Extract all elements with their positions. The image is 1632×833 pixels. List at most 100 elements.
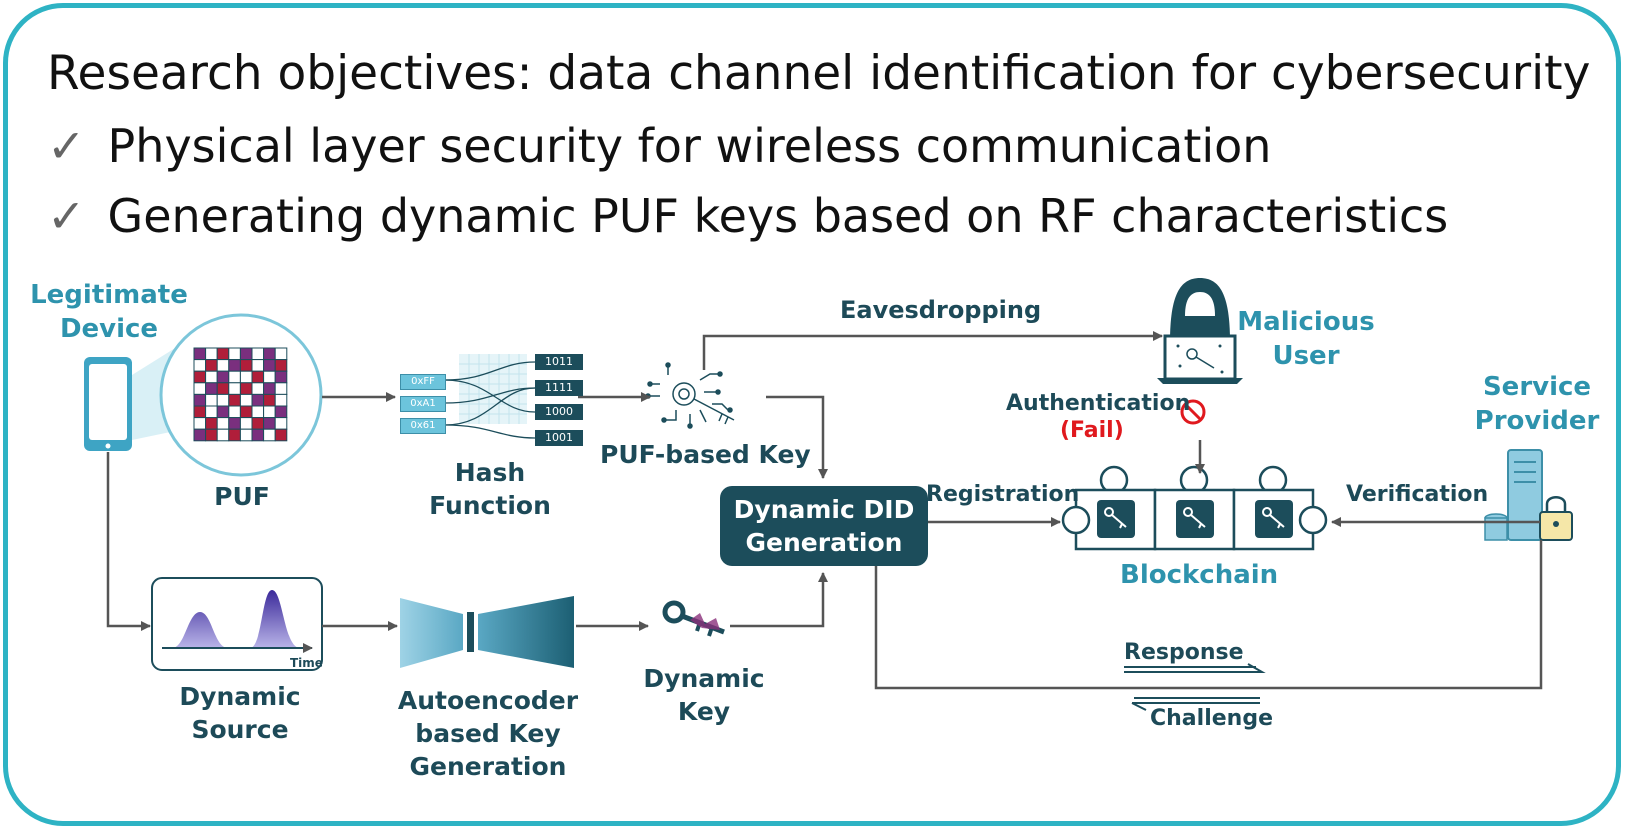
puf-cell	[239, 393, 253, 407]
puf-cell	[274, 382, 288, 395]
puf-cell	[274, 428, 288, 442]
puf-cell	[263, 405, 276, 419]
hash-grid-bg	[459, 354, 527, 424]
puf-cell	[251, 370, 265, 384]
puf-cell	[193, 347, 207, 361]
puf-cell	[251, 428, 265, 442]
puf-cell	[263, 370, 276, 384]
verification-label: Verification	[1346, 482, 1489, 507]
puf-cell	[228, 405, 241, 419]
authentication-label: Authentication	[1006, 391, 1191, 416]
challenge-response-arrows	[1124, 663, 1266, 711]
puf-cell	[205, 405, 218, 419]
puf-cell	[274, 347, 288, 361]
puf-cell	[251, 359, 265, 372]
puf-cell	[274, 359, 288, 372]
puf-cell	[263, 428, 276, 442]
puf-cell	[193, 359, 207, 372]
encoder-shape	[400, 598, 463, 668]
puf-cell	[216, 393, 230, 407]
label-line: Generation	[409, 752, 567, 781]
puf-cell	[263, 393, 276, 407]
puf-cell	[239, 382, 253, 395]
blockchain-keys	[1097, 500, 1293, 538]
puf-cell	[239, 370, 253, 384]
fail-label: (Fail)	[1060, 418, 1124, 443]
puf-cell	[274, 393, 288, 407]
puf-cell	[239, 428, 253, 442]
puf-cell	[239, 359, 253, 372]
page-title: Research objectives: data channel identi…	[47, 46, 1590, 101]
label-line: Device	[59, 314, 159, 344]
puf-cell	[205, 417, 218, 430]
puf-cell	[228, 393, 241, 407]
puf-cell	[193, 428, 207, 442]
label-line: Service	[1482, 372, 1592, 402]
puf-cell	[193, 405, 207, 419]
puf-cell	[216, 417, 230, 430]
server-icon	[1484, 449, 1573, 541]
label-line: Provider	[1474, 406, 1600, 436]
puf-cell	[216, 382, 230, 395]
puf-cell	[193, 382, 207, 395]
label-line: Legitimate	[30, 280, 188, 310]
puf-cell	[228, 417, 241, 430]
label-line: based Key	[415, 719, 561, 748]
puf-cell	[216, 405, 230, 419]
hash-output-bits: 1000	[535, 404, 583, 420]
puf-cell	[263, 417, 276, 430]
hacker-icon	[1157, 278, 1243, 384]
puf-cell	[216, 370, 230, 384]
puf-cell	[205, 359, 218, 372]
puf-cell	[205, 428, 218, 442]
puf-cell	[251, 393, 265, 407]
puf-cell	[205, 382, 218, 395]
puf-cell	[263, 359, 276, 372]
dynamic-key-icon	[662, 600, 725, 637]
puf-cell	[205, 370, 218, 384]
label-line: User	[1272, 341, 1340, 371]
phone-icon	[84, 357, 132, 451]
puf-cell	[216, 359, 230, 372]
time-axis-label: Time	[290, 656, 323, 670]
label-line: Dynamic DID	[733, 495, 915, 524]
signal-peaks	[172, 590, 300, 648]
label-line: Dynamic	[643, 664, 765, 693]
puf-cell	[228, 347, 241, 361]
hash-output-bits: 1111	[535, 380, 583, 396]
puf-cell	[216, 428, 230, 442]
label-line: Autoencoder	[397, 686, 579, 715]
latent-bar	[467, 612, 474, 652]
puf-label: PUF	[214, 482, 270, 511]
puf-cell	[251, 382, 265, 395]
bullet-2-text: Generating dynamic PUF keys based on RF …	[107, 189, 1449, 243]
puf-cell	[228, 359, 241, 372]
label-line: Malicious	[1237, 307, 1375, 337]
puf-cell	[251, 417, 265, 430]
label-line: Source	[191, 715, 289, 744]
puf-grid-icon	[193, 347, 288, 442]
label-line: Dynamic	[179, 682, 301, 711]
registration-label: Registration	[926, 482, 1080, 507]
decoder-shape	[478, 596, 574, 668]
puf-cell	[216, 347, 230, 361]
puf-cell	[205, 347, 218, 361]
puf-cell	[251, 405, 265, 419]
puf-key-label: PUF-based Key	[600, 440, 811, 469]
flow-arrows	[106, 331, 1543, 690]
puf-cell	[205, 393, 218, 407]
puf-cell	[251, 347, 265, 361]
challenge-label: Challenge	[1150, 706, 1273, 731]
puf-cell	[228, 428, 241, 442]
puf-cell	[263, 347, 276, 361]
puf-cell	[274, 417, 288, 430]
hash-output-bits: 1011	[535, 354, 583, 370]
puf-cell	[228, 370, 241, 384]
